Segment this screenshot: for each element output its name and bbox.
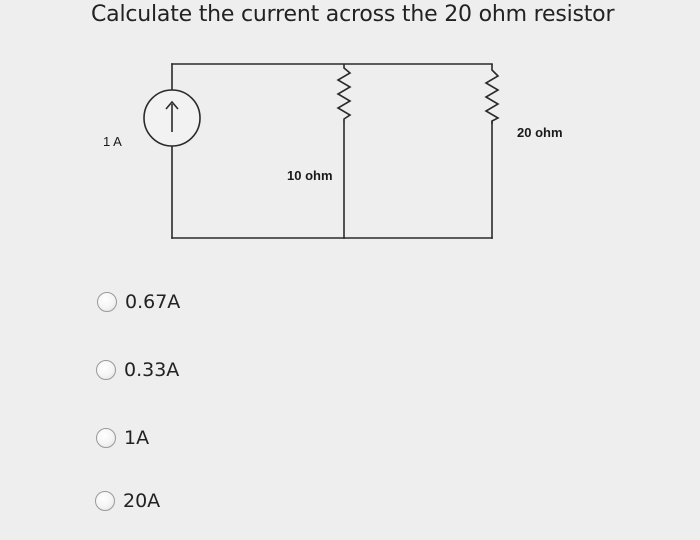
question-title: Calculate the current across the 20 ohm … [91,2,615,27]
resistor-10-ohm-label: 10 ohm [287,168,333,183]
current-source [143,89,201,147]
resistor-10-ohm [336,64,352,122]
radio-button[interactable] [95,491,115,511]
option-1a[interactable]: 1A [96,423,149,453]
resistor-20-ohm [484,64,500,124]
radio-button[interactable] [96,428,116,448]
option-0-67a[interactable]: 0.67A [97,287,180,317]
resistor-20-ohm-label: 20 ohm [517,125,563,140]
radio-button[interactable] [96,360,116,380]
option-0-33a[interactable]: 0.33A [96,355,179,385]
option-label: 0.33A [124,359,180,381]
option-label: 0.67A [125,291,181,313]
option-label: 1A [124,427,150,449]
option-label: 20A [123,490,161,512]
source-label: 1 A [103,134,122,149]
radio-button[interactable] [97,292,117,312]
circuit-diagram: 1 A 10 ohm 20 ohm [103,63,563,239]
option-20a[interactable]: 20A [95,486,160,516]
